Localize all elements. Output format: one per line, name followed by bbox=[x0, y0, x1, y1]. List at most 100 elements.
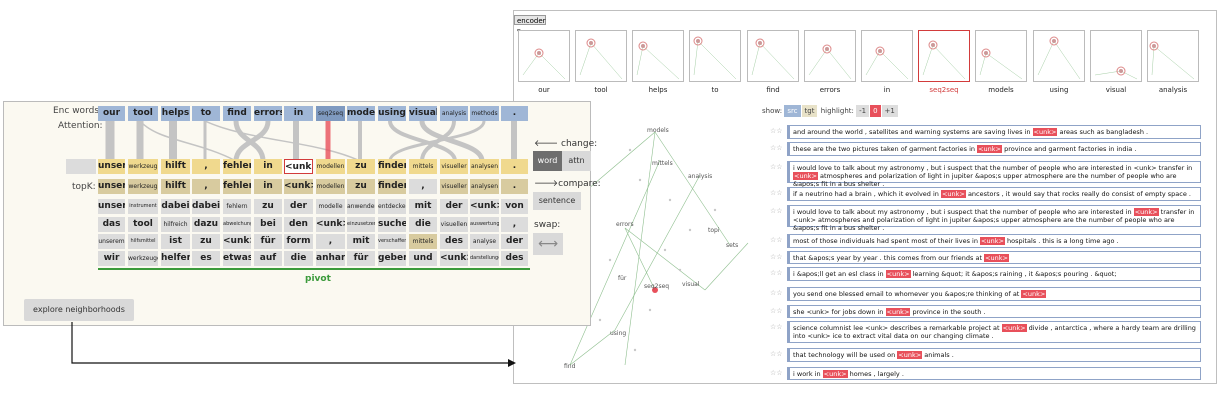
enc-word[interactable]: seq2seq bbox=[316, 106, 345, 121]
topk-word[interactable]: dazu bbox=[192, 217, 220, 232]
dec-word[interactable]: in bbox=[254, 159, 282, 174]
topk-word[interactable]: <unk> bbox=[440, 251, 468, 266]
topk-word[interactable]: werkzeug bbox=[128, 179, 158, 194]
topk-word[interactable]: darstellungen bbox=[470, 251, 499, 266]
show-tgt-toggle[interactable]: tgt bbox=[801, 105, 818, 117]
enc-word[interactable]: analysis bbox=[440, 106, 468, 121]
topk-word[interactable]: finden bbox=[378, 179, 406, 194]
dec-word[interactable]: visueller bbox=[440, 159, 468, 174]
topk-word[interactable]: helfen bbox=[161, 251, 190, 266]
neighbor-sentence[interactable]: that &apos;s year by year . this comes f… bbox=[787, 251, 1201, 264]
dec-word[interactable]: modellen bbox=[316, 159, 345, 174]
neighbor-sentence[interactable]: i &apos;ll get an esl class in <unk> lea… bbox=[787, 267, 1201, 281]
enc-word[interactable]: methods bbox=[470, 106, 499, 121]
neighbor-sentence[interactable]: science columnist lee <unk> describes a … bbox=[787, 321, 1201, 343]
thumbnail-2[interactable] bbox=[632, 30, 684, 82]
topk-word[interactable]: modellen bbox=[316, 179, 345, 194]
topk-word[interactable]: den bbox=[284, 217, 313, 232]
topk-word[interactable]: in bbox=[254, 179, 282, 194]
attn-button[interactable]: attn bbox=[562, 151, 591, 171]
topk-word[interactable]: der bbox=[440, 199, 468, 214]
thumbnail-3[interactable] bbox=[689, 30, 741, 82]
thumbnail-1[interactable] bbox=[575, 30, 627, 82]
topk-word[interactable]: der bbox=[501, 234, 528, 249]
star-rating[interactable]: ☆☆ bbox=[770, 269, 783, 277]
enc-word[interactable]: models bbox=[347, 106, 375, 121]
neighbor-sentence[interactable]: and around the world , satellites and wa… bbox=[787, 125, 1201, 139]
neighbor-sentence[interactable]: i would love to talk about my astronomy … bbox=[787, 205, 1201, 232]
neighbor-sentence[interactable]: that technology will be used on <unk> an… bbox=[787, 348, 1201, 362]
thumbnail-4[interactable] bbox=[747, 30, 799, 82]
topk-word[interactable]: verschaffen bbox=[378, 234, 406, 249]
topk-word[interactable]: ist bbox=[161, 234, 190, 249]
topk-word[interactable]: dabei bbox=[161, 199, 190, 214]
star-rating[interactable]: ☆☆ bbox=[770, 350, 783, 358]
enc-word[interactable]: visual bbox=[409, 106, 437, 121]
topk-word[interactable]: instrument bbox=[128, 199, 158, 214]
topk-word[interactable]: etwas bbox=[223, 251, 251, 266]
star-rating[interactable]: ☆☆ bbox=[770, 163, 783, 171]
topk-word[interactable]: unsere bbox=[98, 199, 125, 214]
topk-word[interactable]: die bbox=[284, 251, 313, 266]
dec-word[interactable]: analysen bbox=[470, 159, 499, 174]
neighbor-sentence[interactable]: if a neutrino had a brain , which it evo… bbox=[787, 187, 1201, 201]
topk-word[interactable]: für bbox=[254, 234, 282, 249]
star-rating[interactable]: ☆☆ bbox=[770, 323, 783, 331]
enc-word[interactable]: our bbox=[98, 106, 125, 121]
topk-word[interactable]: unserem bbox=[98, 234, 125, 249]
topk-word[interactable]: <unk> bbox=[223, 234, 251, 249]
star-rating[interactable]: ☆☆ bbox=[770, 236, 783, 244]
word-button[interactable]: word bbox=[533, 151, 562, 171]
thumbnail-8[interactable] bbox=[975, 30, 1027, 82]
topk-word[interactable]: zu bbox=[347, 179, 375, 194]
enc-word[interactable]: find bbox=[223, 106, 251, 121]
enc-word[interactable]: to bbox=[192, 106, 220, 121]
topk-word[interactable]: einzusetzen bbox=[347, 217, 375, 232]
star-rating[interactable]: ☆☆ bbox=[770, 144, 783, 152]
topk-word[interactable]: <unk> bbox=[316, 217, 345, 232]
highlight-minus-toggle[interactable]: -1 bbox=[856, 105, 870, 117]
topk-word[interactable]: zu bbox=[254, 199, 282, 214]
topk-word[interactable]: auf bbox=[254, 251, 282, 266]
topk-word[interactable]: geben bbox=[378, 251, 406, 266]
enc-word[interactable]: . bbox=[501, 106, 528, 121]
topk-word[interactable]: analyse bbox=[470, 234, 499, 249]
neighbor-sentence[interactable]: these are the two pictures taken of garm… bbox=[787, 142, 1201, 156]
topk-word[interactable]: , bbox=[501, 217, 528, 232]
topk-word[interactable]: fehler bbox=[223, 179, 251, 194]
dec-word[interactable]: <unk> bbox=[284, 159, 313, 174]
topk-word[interactable]: tool bbox=[128, 217, 158, 232]
topk-word[interactable]: <unk> bbox=[284, 179, 313, 194]
star-rating[interactable]: ☆☆ bbox=[770, 307, 783, 315]
dec-word[interactable]: hilft bbox=[161, 159, 190, 174]
neighborhood-scatter[interactable]: models mittels analysis errors topi sets… bbox=[540, 110, 760, 385]
topk-word[interactable]: anhand bbox=[316, 251, 345, 266]
topk-word[interactable]: mittels bbox=[409, 234, 437, 249]
star-rating[interactable]: ☆☆ bbox=[770, 127, 783, 135]
thumbnail-6[interactable] bbox=[861, 30, 913, 82]
neighbor-sentence[interactable]: i would love to talk about my astronomy … bbox=[787, 161, 1201, 188]
enc-word[interactable]: errors bbox=[254, 106, 282, 121]
swap-button[interactable]: ⟷ bbox=[533, 233, 563, 255]
topk-word[interactable]: des bbox=[501, 251, 528, 266]
topk-word[interactable]: , bbox=[192, 179, 220, 194]
pivot-point[interactable] bbox=[652, 287, 658, 293]
topk-word[interactable]: modelle bbox=[316, 199, 345, 214]
neighbor-sentence[interactable]: she <unk> for jobs down in <unk> provinc… bbox=[787, 305, 1201, 318]
topk-word[interactable]: der bbox=[284, 199, 313, 214]
show-src-toggle[interactable]: src bbox=[784, 105, 801, 117]
topk-word[interactable]: visueller bbox=[440, 179, 468, 194]
topk-word[interactable]: fehlern bbox=[223, 199, 251, 214]
dec-word[interactable]: fehler bbox=[223, 159, 251, 174]
star-rating[interactable]: ☆☆ bbox=[770, 369, 783, 377]
star-rating[interactable]: ☆☆ bbox=[770, 253, 783, 261]
neighbor-sentence[interactable]: most of those individuals had spent most… bbox=[787, 234, 1201, 248]
topk-word[interactable]: werkzeuge bbox=[128, 251, 158, 266]
enc-word[interactable]: helps bbox=[161, 106, 190, 121]
topk-word[interactable]: visuellen bbox=[440, 217, 468, 232]
thumbnail-0[interactable] bbox=[518, 30, 570, 82]
highlight-zero-toggle[interactable]: 0 bbox=[870, 105, 881, 117]
topk-word[interactable]: von bbox=[501, 199, 528, 214]
neighbor-sentence[interactable]: you send one blessed email to whomever y… bbox=[787, 287, 1201, 301]
topk-word[interactable]: entdecken bbox=[378, 199, 406, 214]
